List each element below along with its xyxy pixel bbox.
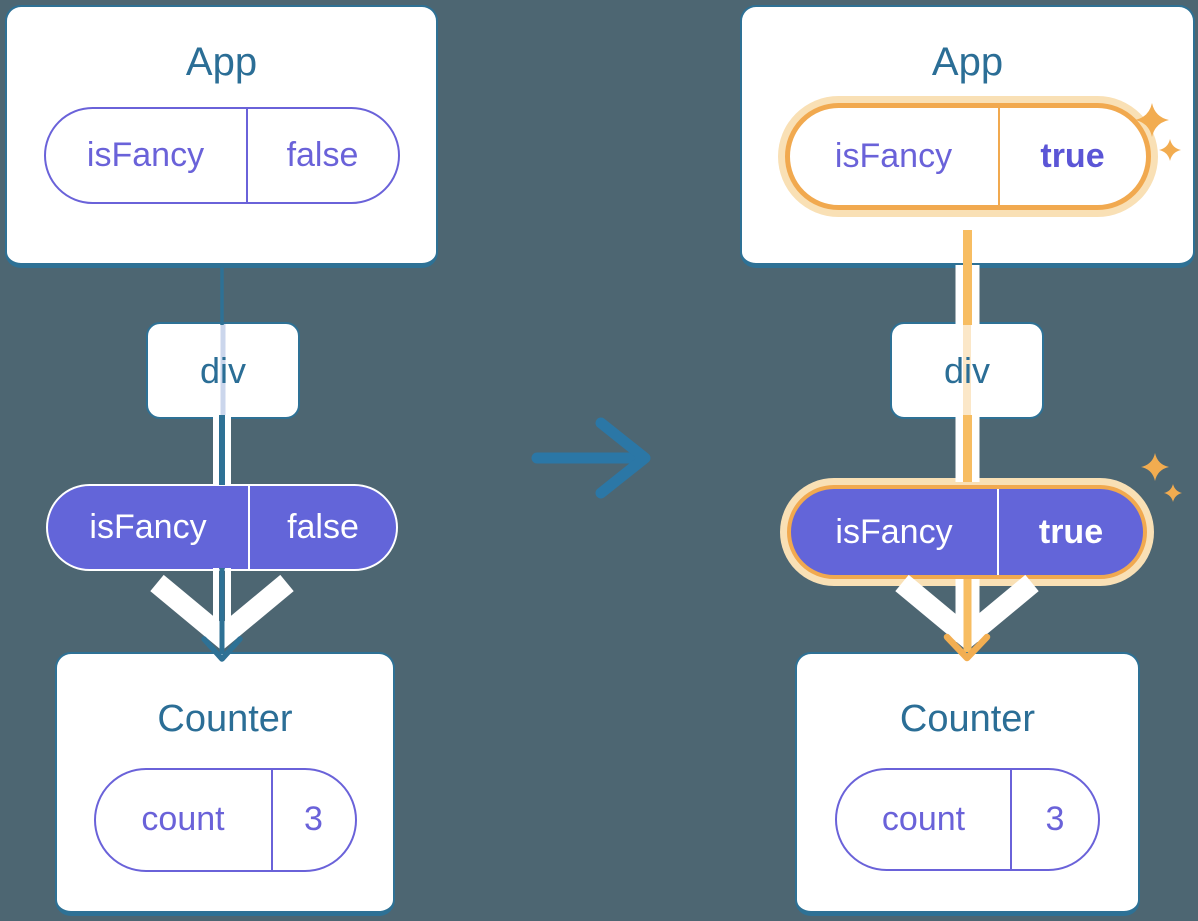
div-node-left: div <box>146 322 300 419</box>
app-card-right: App isFancy true <box>740 5 1195 268</box>
prop-key: isFancy <box>89 508 207 546</box>
edge-app-div-right <box>955 265 980 325</box>
prop-value: false <box>248 486 396 569</box>
app-card-left: App isFancy false <box>5 5 438 268</box>
app-title-left: App <box>185 40 258 84</box>
edge-pill-counter-right <box>895 574 1039 662</box>
div-node-right: div <box>890 322 1044 419</box>
state-pill-right-app-highlighted: isFancy true <box>784 103 1151 210</box>
state-key: count <box>141 800 225 839</box>
counter-title-left: Counter <box>157 698 293 740</box>
arrow-down-icon <box>150 574 294 651</box>
div-label-right: div <box>943 349 991 391</box>
counter-title-right: Counter <box>899 698 1036 740</box>
arrow-right-icon <box>531 417 651 499</box>
prop-flow-stripe <box>220 324 226 417</box>
state-key: isFancy <box>86 136 205 174</box>
state-key: isFancy <box>834 137 953 175</box>
edge-div-pill-left <box>213 415 231 485</box>
prop-pill-right-highlighted: isFancy true <box>787 485 1147 579</box>
state-value: true <box>997 108 1146 205</box>
state-pill-left-counter: count 3 <box>93 767 357 872</box>
edge-pill-counter-left <box>150 568 294 662</box>
state-key: count <box>881 799 966 838</box>
counter-card-right: Counter count 3 <box>795 652 1140 916</box>
prop-pill-left: isFancy false <box>46 484 398 571</box>
counter-card-left: Counter count 3 <box>55 652 395 916</box>
state-value: 3 <box>270 769 355 870</box>
state-value: false <box>245 109 398 202</box>
edge-div-pill-right <box>955 415 980 482</box>
prop-value: true <box>997 489 1143 575</box>
state-pill-right-counter: count 3 <box>835 767 1100 871</box>
state-value: 3 <box>1010 769 1098 869</box>
sparkles-icon <box>1141 453 1182 502</box>
prop-key: isFancy <box>835 512 953 551</box>
div-label-left: div <box>199 349 247 391</box>
app-title-right: App <box>931 40 1004 84</box>
state-pill-left-app: isFancy false <box>43 107 400 204</box>
prop-flow-stripe <box>963 324 971 417</box>
arrow-down-icon <box>895 574 1039 651</box>
